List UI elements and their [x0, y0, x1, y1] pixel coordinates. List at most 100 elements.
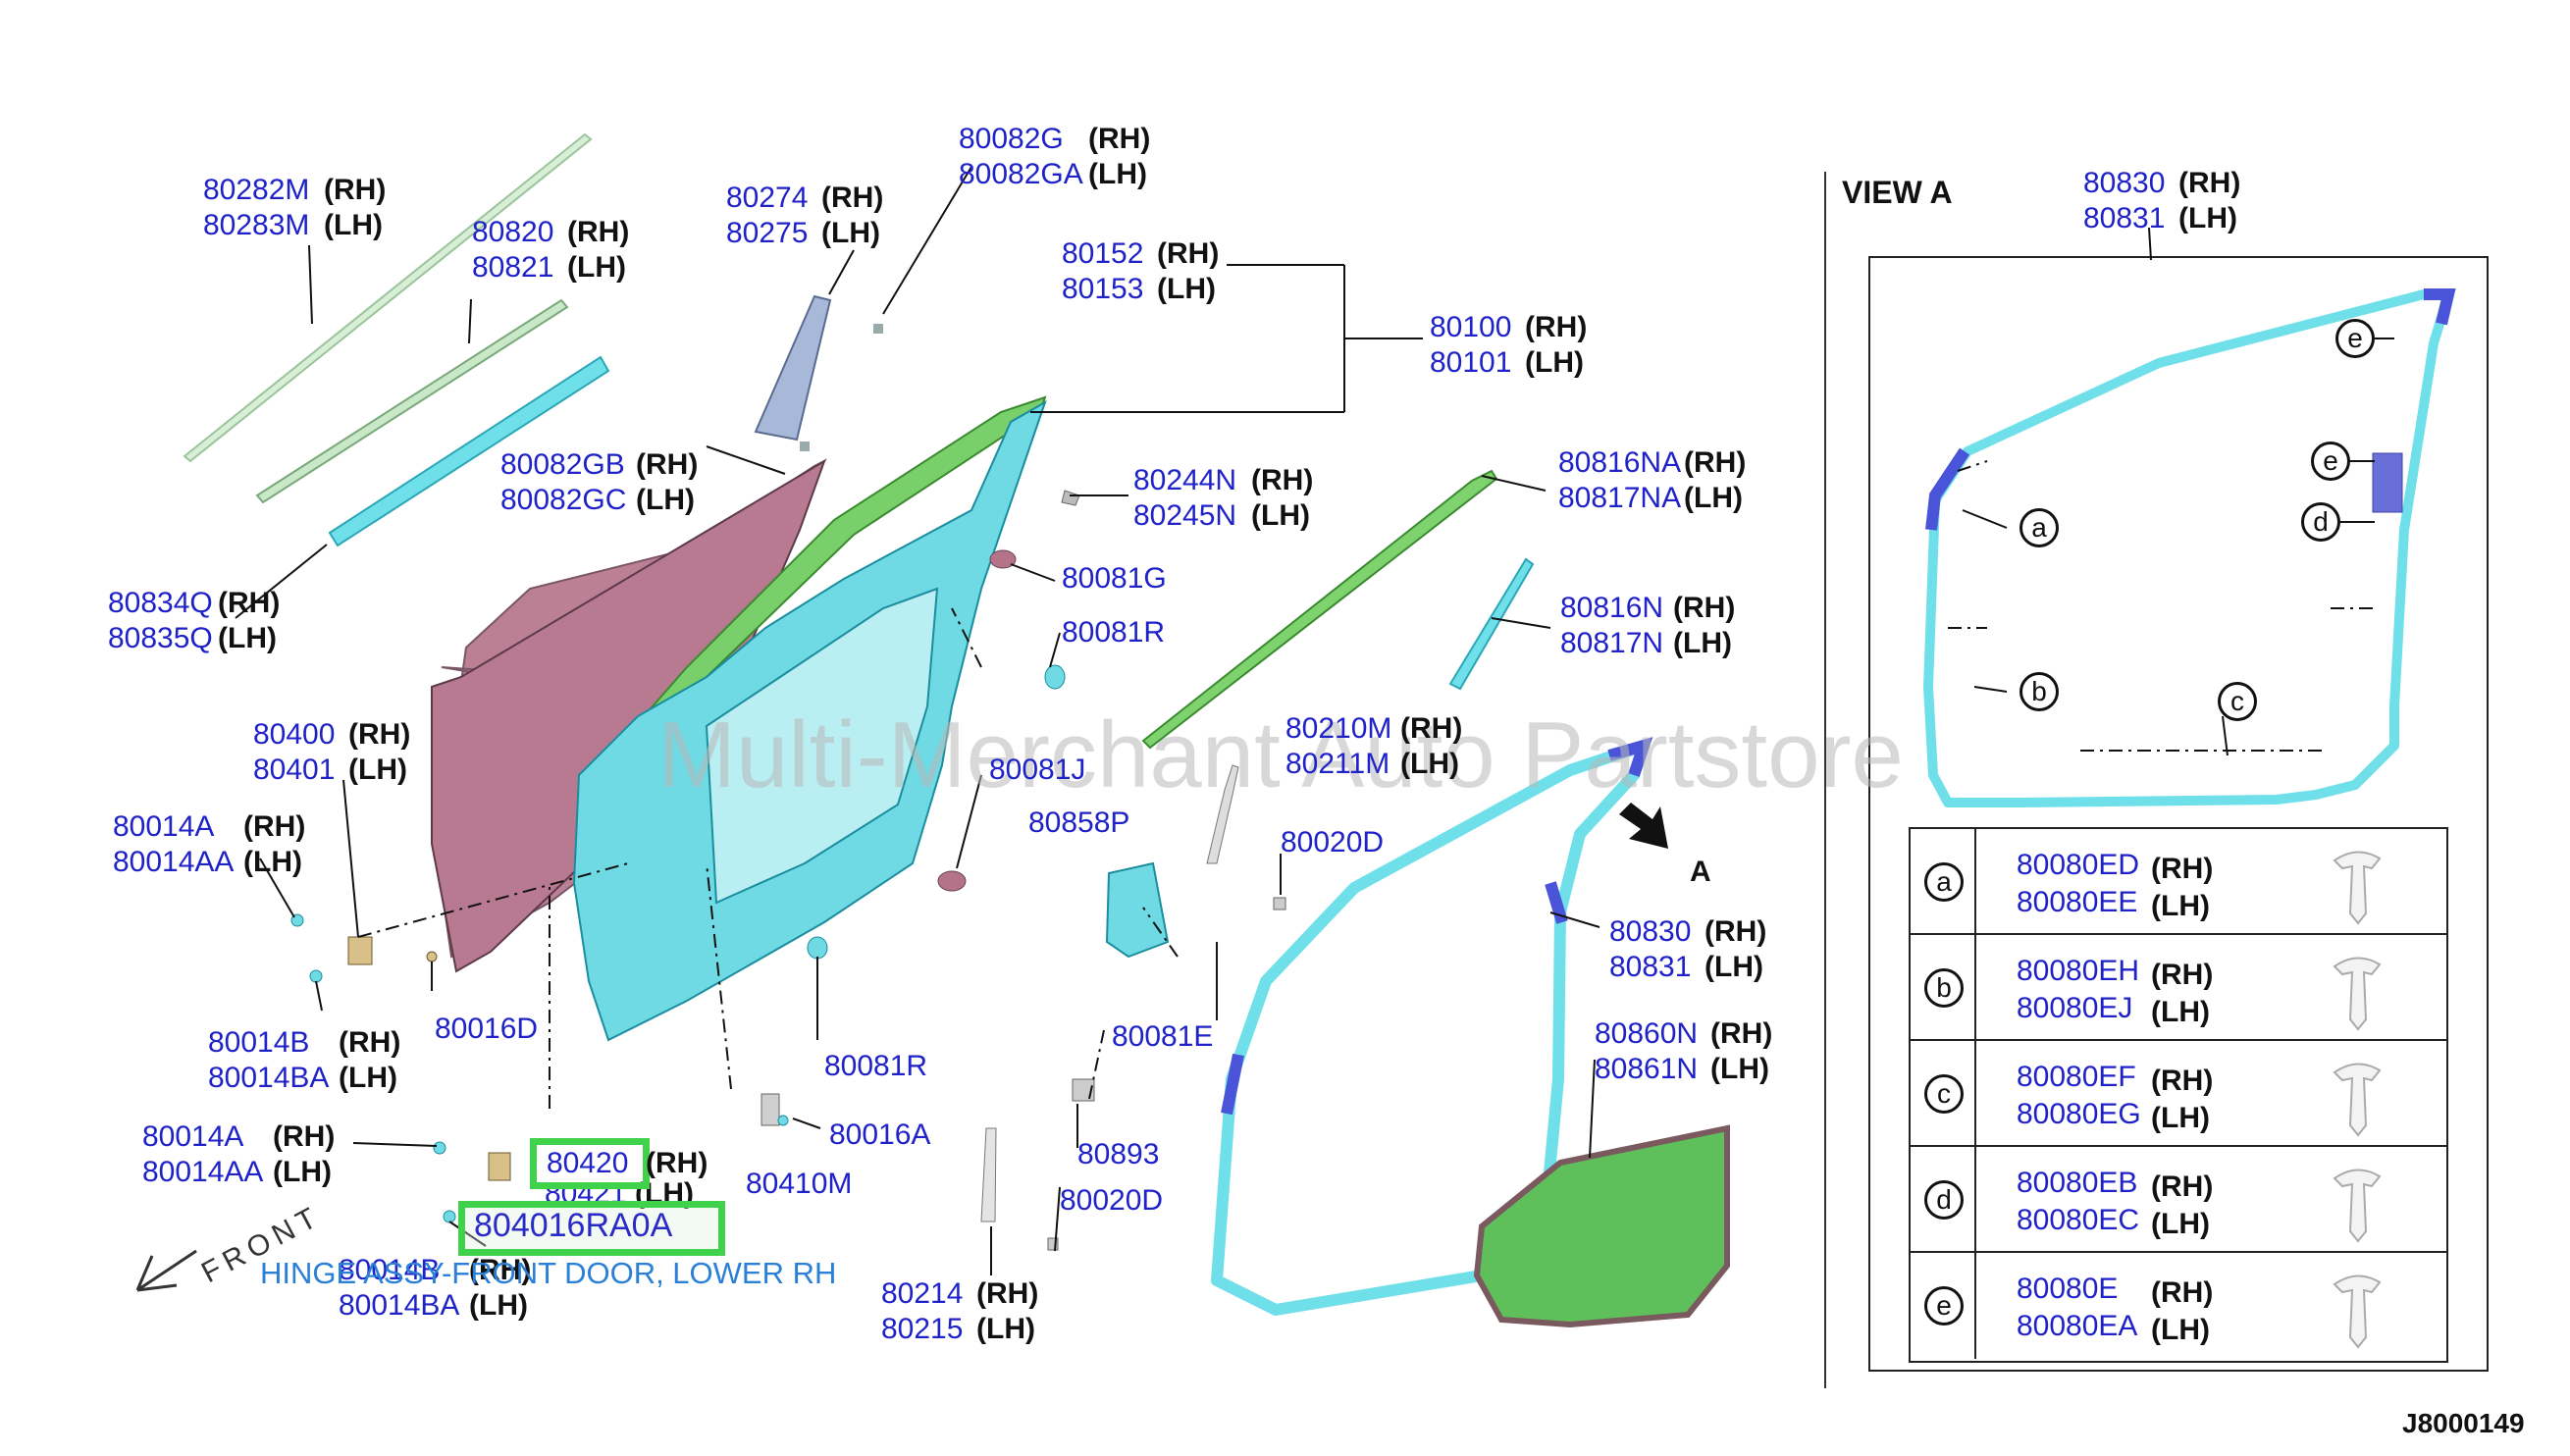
part-number-label[interactable]: 80858P — [1028, 806, 1130, 839]
part-number-label[interactable]: 80100 — [1430, 311, 1512, 343]
part-number-label[interactable]: 80016D — [435, 1013, 539, 1045]
side-tag: (LH) — [1710, 1053, 1769, 1085]
part-number-label[interactable]: 80214 — [881, 1277, 964, 1310]
view-a-callout-c: c — [2218, 682, 2257, 721]
selection-box-80420[interactable] — [530, 1138, 650, 1189]
legend-lh-part[interactable]: 80080EJ — [2017, 992, 2133, 1024]
view-a-arrow — [1619, 803, 1668, 849]
part-number-label[interactable]: 80274 — [726, 182, 809, 214]
side-tag: (LH) — [821, 217, 880, 249]
view-a-topright-highlight — [2424, 288, 2456, 326]
part-80893 — [1072, 1078, 1095, 1102]
part-number-80420[interactable]: 80420 — [547, 1147, 629, 1179]
part-number-label[interactable]: 80817N — [1560, 627, 1664, 659]
side-tag: (LH) — [2178, 202, 2237, 234]
part-number-label[interactable]: 80401 — [253, 754, 336, 786]
leader-lines — [235, 166, 2394, 1275]
part-number-label[interactable]: 80014B — [208, 1026, 310, 1059]
legend-rh-part[interactable]: 80080ED — [2017, 849, 2140, 881]
part-number-label[interactable]: 80020D — [1060, 1184, 1164, 1217]
part-number-label[interactable]: 80244N — [1133, 464, 1237, 496]
side-tag: (RH) — [567, 216, 630, 248]
hinge-80400 — [347, 936, 373, 965]
selected-part-number[interactable]: 804016RA0A — [474, 1207, 673, 1244]
selection-box-804016RA0A[interactable] — [458, 1201, 725, 1256]
part-number-label[interactable]: 80893 — [1077, 1138, 1160, 1170]
legend-rh-part[interactable]: 80080E — [2017, 1273, 2119, 1305]
side-tag: (RH) — [1157, 237, 1220, 270]
part-number-label[interactable]: 80831 — [2083, 202, 2166, 234]
part-number-label[interactable]: 80834Q — [108, 587, 213, 619]
part-number-label[interactable]: 80410M — [746, 1168, 853, 1200]
part-number-label[interactable]: 80020D — [1281, 826, 1385, 858]
part-80214 — [980, 1127, 997, 1222]
part-number-label[interactable]: 80275 — [726, 217, 809, 249]
legend-rh-part[interactable]: 80080EF — [2017, 1061, 2136, 1093]
part-number-label[interactable]: 80211M — [1285, 748, 1390, 780]
part-number-label[interactable]: 80282M — [203, 174, 310, 206]
side-tag: (LH) — [636, 484, 695, 516]
part-number-label[interactable]: 80014BA — [208, 1062, 330, 1094]
part-number-label[interactable]: 80101 — [1430, 346, 1512, 379]
part-number-label[interactable]: 80014BA — [339, 1289, 460, 1322]
part-number-label[interactable]: 80153 — [1062, 273, 1144, 305]
part-number-label[interactable]: 80861N — [1595, 1053, 1699, 1085]
part-number-label[interactable]: 80817NA — [1558, 482, 1682, 514]
part-number-label[interactable]: 80821 — [472, 251, 554, 284]
part-number-label[interactable]: 80014A — [142, 1120, 244, 1153]
part-number-label[interactable]: 80830 — [1609, 915, 1692, 948]
part-number-label[interactable]: 80831 — [1609, 951, 1692, 983]
part-80858P — [1105, 861, 1170, 959]
part-number-label[interactable]: 80816NA — [1558, 446, 1682, 479]
part-number-label[interactable]: 80835Q — [108, 622, 213, 654]
part-number-label[interactable]: 80816N — [1560, 592, 1664, 624]
part-number-label[interactable]: 80152 — [1062, 237, 1144, 270]
part-number-label[interactable]: 80860N — [1595, 1017, 1699, 1050]
legend-lh-part[interactable]: 80080EC — [2017, 1204, 2140, 1236]
part-number-label[interactable]: 80210M — [1285, 712, 1392, 745]
part-number-label[interactable]: 80082GB — [500, 448, 625, 481]
part-number-label[interactable]: 80215 — [881, 1313, 964, 1345]
part-number-label[interactable]: 80014A — [113, 810, 215, 843]
side-tag: (RH) — [1251, 464, 1314, 496]
side-tag: (RH) — [636, 448, 699, 481]
part-number-label[interactable]: 80081R — [824, 1050, 928, 1082]
side-tag: (LH) — [1157, 273, 1216, 305]
side-tag: (RH) — [1088, 123, 1151, 155]
part-number-label[interactable]: 80082GC — [500, 484, 627, 516]
plug-80081R-lower — [807, 936, 828, 960]
part-number-label[interactable]: 80082GA — [959, 158, 1083, 190]
sash-trim-part — [754, 294, 832, 442]
bolt-80016A — [777, 1115, 789, 1126]
legend-letter: c — [1924, 1074, 1964, 1114]
part-number-label[interactable]: 80283M — [203, 209, 310, 241]
legend-rh-part[interactable]: 80080EB — [2017, 1167, 2138, 1199]
legend-lh-part[interactable]: 80080EG — [2017, 1098, 2141, 1130]
part-number-label[interactable]: 80245N — [1133, 499, 1237, 532]
clip-icon — [2333, 1169, 2382, 1243]
side-tag: (RH) — [1684, 446, 1747, 479]
part-number-label[interactable]: 80082G — [959, 123, 1064, 155]
part-number-label[interactable]: 80081E — [1112, 1020, 1214, 1053]
part-number-label[interactable]: 80081G — [1062, 562, 1167, 595]
part-number-label[interactable]: 80016A — [829, 1118, 931, 1151]
side-tag: (RH) — [469, 1254, 532, 1286]
part-number-label[interactable]: 80014AA — [113, 846, 235, 878]
legend-lh-tag: (LH) — [2151, 1208, 2210, 1240]
legend-rh-part[interactable]: 80080EH — [2017, 955, 2140, 987]
clip-part-2 — [800, 442, 810, 451]
part-number-label[interactable]: 80014B — [339, 1254, 441, 1286]
clip-icon — [2333, 1063, 2382, 1137]
part-number-label[interactable]: 80014AA — [142, 1156, 264, 1188]
part-number-label[interactable]: 80081J — [989, 754, 1086, 786]
part-number-label[interactable]: 80081R — [1062, 616, 1166, 649]
view-a-callout-d: d — [2301, 502, 2340, 542]
legend-lh-part[interactable]: 80080EE — [2017, 886, 2138, 918]
part-number-label[interactable]: 80400 — [253, 718, 336, 751]
legend-lh-part[interactable]: 80080EA — [2017, 1310, 2138, 1342]
part-number-label[interactable]: 80830 — [2083, 167, 2166, 199]
legend-rh-tag: (RH) — [2151, 959, 2214, 991]
part-number-label[interactable]: 80820 — [472, 216, 554, 248]
clip-part — [873, 324, 883, 334]
